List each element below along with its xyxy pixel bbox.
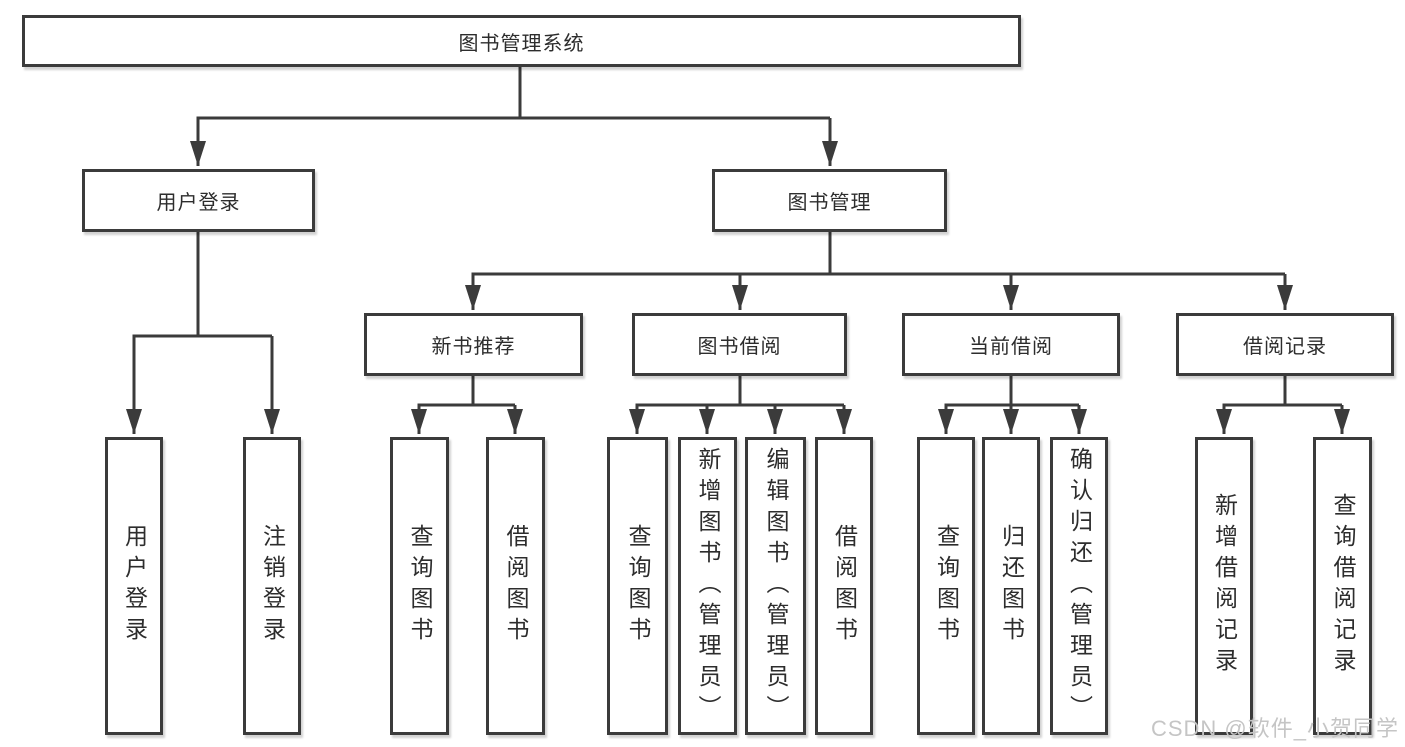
- leaf-records-add-record: 新增借阅记录: [1195, 437, 1253, 735]
- leaf-records-add-record-label: 新增借阅记录: [1211, 493, 1238, 679]
- connector-newbook-trunk: [417, 376, 515, 407]
- leaf-borrow-edit-books-admin-label: 编辑图书（管理员）: [763, 446, 789, 726]
- leaf-user-login-label: 用户登录: [121, 524, 148, 648]
- node-current-borrow-label: 当前借阅: [969, 336, 1053, 358]
- node-new-book-recommend: 新书推荐: [364, 313, 583, 376]
- leaf-borrow-query-books: 查询图书: [607, 437, 668, 735]
- connector-management-trunk: [471, 232, 1285, 276]
- leaf-borrow-borrow-books: 借阅图书: [815, 437, 873, 735]
- leaf-newbook-borrow-books: 借阅图书: [486, 437, 545, 735]
- leaf-current-confirm-return-admin-label: 确认归还（管理员）: [1066, 446, 1093, 726]
- leaf-borrow-add-books-admin: 新增图书（管理员）: [678, 437, 737, 735]
- leaf-logout-label: 注销登录: [259, 524, 286, 648]
- node-root-system: 图书管理系统: [22, 15, 1021, 67]
- connector-root-trunk: [196, 67, 830, 120]
- leaf-current-confirm-return-admin: 确认归还（管理员）: [1050, 437, 1108, 735]
- watermark-csdn: CSDN @软件_小贺同学: [1150, 716, 1399, 741]
- node-book-management-label: 图书管理: [787, 192, 872, 214]
- node-new-book-recommend-label: 新书推荐: [431, 336, 516, 358]
- node-borrow-records: 借阅记录: [1176, 313, 1394, 376]
- leaf-newbook-borrow-books-label: 借阅图书: [503, 524, 529, 648]
- leaf-borrow-borrow-books-label: 借阅图书: [831, 524, 858, 648]
- leaf-borrow-edit-books-admin: 编辑图书（管理员）: [745, 437, 806, 735]
- node-borrow-records-label: 借阅记录: [1243, 336, 1327, 358]
- leaf-current-query-books-label: 查询图书: [933, 524, 960, 648]
- leaf-current-return-books-label: 归还图书: [998, 524, 1025, 648]
- node-book-borrow-label: 图书借阅: [697, 336, 782, 358]
- node-book-management: 图书管理: [712, 169, 947, 232]
- connector-user-trunk: [132, 232, 272, 338]
- node-current-borrow: 当前借阅: [902, 313, 1120, 376]
- leaf-current-query-books: 查询图书: [917, 437, 975, 735]
- leaf-logout: 注销登录: [243, 437, 301, 735]
- leaf-newbook-query-books: 查询图书: [390, 437, 449, 735]
- leaf-records-query-record: 查询借阅记录: [1313, 437, 1372, 735]
- node-book-borrow: 图书借阅: [632, 313, 847, 376]
- leaf-user-login: 用户登录: [105, 437, 163, 735]
- leaf-borrow-query-books-label: 查询图书: [625, 524, 651, 648]
- leaf-newbook-query-books-label: 查询图书: [407, 524, 433, 648]
- connector-borrow-trunk: [635, 376, 844, 407]
- node-root-label: 图书管理系统: [458, 32, 585, 55]
- node-user-login-label: 用户登录: [156, 192, 241, 214]
- leaf-current-return-books: 归还图书: [982, 437, 1040, 735]
- connector-records-trunk: [1222, 376, 1342, 407]
- node-user-login: 用户登录: [82, 169, 315, 232]
- leaf-borrow-add-books-admin-label: 新增图书（管理员）: [695, 446, 721, 726]
- leaf-records-query-record-label: 查询借阅记录: [1330, 493, 1356, 679]
- connector-current-trunk: [944, 376, 1079, 407]
